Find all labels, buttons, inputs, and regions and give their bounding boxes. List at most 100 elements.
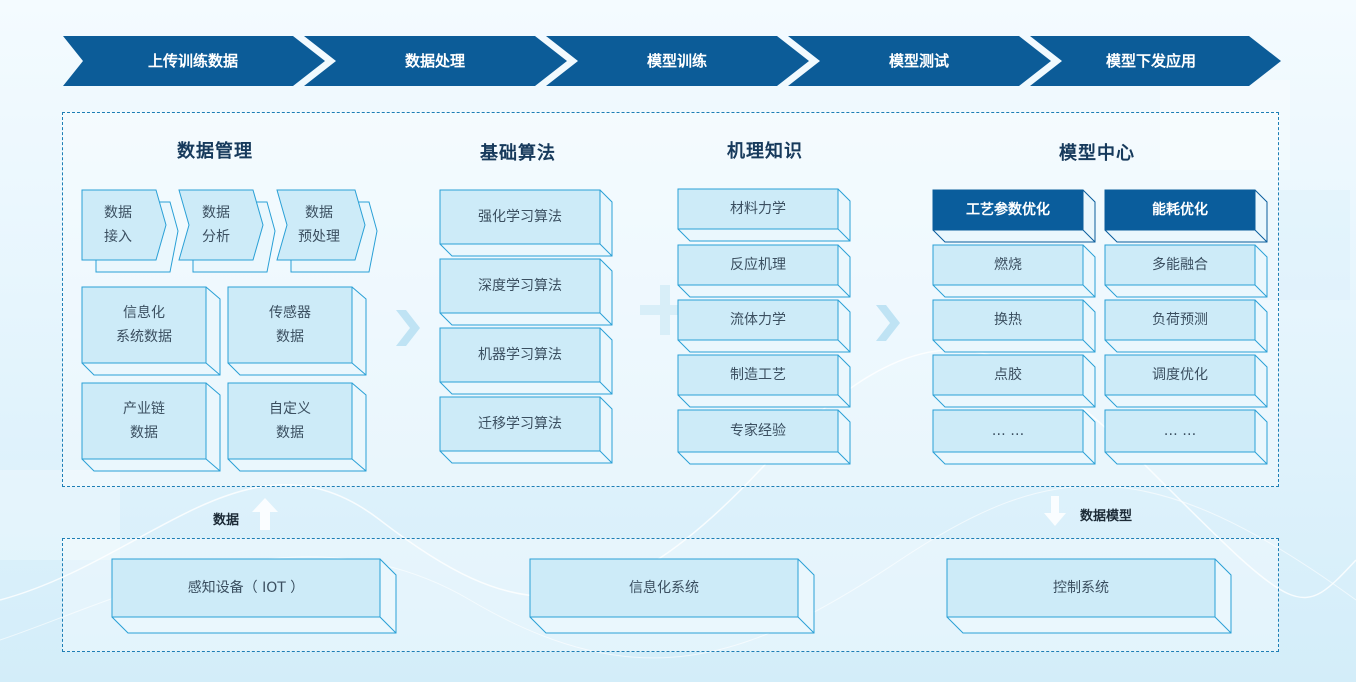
- energy-optimization-header: 能耗优化: [1104, 189, 1268, 243]
- model-item-box: … …: [932, 409, 1096, 465]
- control-system-box: 控制系统: [946, 558, 1232, 634]
- algorithm-label: 迁移学习算法: [478, 416, 562, 432]
- knowledge-box: 材料力学: [677, 188, 851, 242]
- algorithm-box: 迁移学习算法: [439, 396, 613, 464]
- info-system-data-box: 信息化系统数据: [81, 286, 221, 376]
- box-shape: [439, 189, 613, 257]
- box-shape: [1104, 354, 1268, 408]
- box-shape: [111, 558, 397, 634]
- sensor-data-box: 传感器数据: [227, 286, 367, 376]
- process-step-2-shape: [304, 36, 567, 86]
- knowledge-label: 流体力学: [730, 312, 786, 328]
- data-up-label: 数据: [213, 513, 240, 528]
- box-shape: [932, 409, 1096, 465]
- algorithm-box: 机器学习算法: [439, 327, 613, 395]
- process-step-1-label: 上传训练数据: [147, 52, 238, 70]
- data-access-label: 数据接入: [104, 205, 132, 245]
- arrow-down-icon: [1044, 496, 1066, 526]
- algorithm-label: 深度学习算法: [478, 278, 562, 294]
- process-step-2-label: 数据处理: [404, 52, 465, 70]
- chevron-right-icon: [396, 310, 420, 346]
- data-preprocess-label: 数据预处理: [298, 205, 340, 245]
- model-item-label: 换热: [994, 312, 1022, 328]
- process-step-5-shape: [1030, 36, 1281, 86]
- industry-chain-data-box: 产业链数据: [81, 382, 221, 472]
- info-system-label: 信息化系统: [629, 580, 699, 596]
- box-shape: [178, 189, 276, 273]
- process-step-4-shape: [788, 36, 1051, 86]
- box-shape: [529, 558, 815, 634]
- box-shape: [1104, 409, 1268, 465]
- knowledge-box: 专家经验: [677, 409, 851, 465]
- process-step-4-label: 模型测试: [888, 52, 949, 70]
- box-shape: [677, 299, 851, 353]
- box-shape: [677, 244, 851, 298]
- process-param-optimization-label: 工艺参数优化: [966, 202, 1050, 218]
- knowledge-label: 制造工艺: [730, 367, 786, 383]
- algorithm-label: 强化学习算法: [478, 209, 562, 225]
- model-item-box: … …: [1104, 409, 1268, 465]
- box-shape: [81, 189, 179, 273]
- model-item-label: 调度优化: [1152, 367, 1208, 383]
- box-shape: [1104, 189, 1268, 243]
- process-step-1-shape: [63, 36, 325, 86]
- model-item-label: 多能融合: [1152, 257, 1208, 273]
- box-shape: [677, 354, 851, 408]
- box-shape: [81, 286, 221, 376]
- info-system-data-label: 信息化系统数据: [116, 305, 172, 345]
- knowledge-box: 流体力学: [677, 299, 851, 353]
- knowledge-label: 反应机理: [730, 257, 786, 273]
- model-item-label: 燃烧: [994, 257, 1022, 273]
- box-shape: [932, 244, 1096, 298]
- box-shape: [439, 258, 613, 326]
- model-item-box: 调度优化: [1104, 354, 1268, 408]
- model-item-box: 点胶: [932, 354, 1096, 408]
- model-item-label: 负荷预测: [1152, 312, 1208, 328]
- knowledge-box: 制造工艺: [677, 354, 851, 408]
- box-shape: [227, 286, 367, 376]
- model-center-title: 模型中心: [1059, 143, 1135, 164]
- iot-device-label: 感知设备（ IOT ）: [187, 580, 305, 596]
- algorithm-box: 强化学习算法: [439, 189, 613, 257]
- data-analysis-label: 数据分析: [202, 205, 230, 245]
- model-item-label: 点胶: [994, 367, 1022, 383]
- control-system-label: 控制系统: [1053, 580, 1109, 596]
- box-shape: [227, 382, 367, 472]
- box-shape: [677, 409, 851, 465]
- chevron-right-icon: [876, 305, 900, 341]
- data-model-down-label: 数据模型: [1080, 509, 1133, 524]
- industry-chain-data-label: 产业链数据: [123, 401, 165, 441]
- model-item-box: 燃烧: [932, 244, 1096, 298]
- knowledge-label: 材料力学: [730, 201, 786, 217]
- process-param-optimization-header: 工艺参数优化: [932, 189, 1096, 243]
- data-management-title: 数据管理: [177, 141, 253, 162]
- sensor-data-label: 传感器数据: [269, 305, 311, 345]
- model-item-label: … …: [991, 423, 1025, 439]
- data-preprocess-box: 数据预处理: [276, 189, 378, 273]
- box-shape: [932, 189, 1096, 243]
- data-access-box: 数据接入: [81, 189, 179, 273]
- mechanism-knowledge-title: 机理知识: [727, 141, 803, 162]
- model-item-label: … …: [1163, 423, 1197, 439]
- model-item-box: 多能融合: [1104, 244, 1268, 298]
- process-flow-bar: 上传训练数据 数据处理 模型训练 模型测试 模型下发应用: [63, 36, 1281, 86]
- process-step-3-shape: [546, 36, 809, 86]
- process-step-3-label: 模型训练: [646, 52, 707, 70]
- box-shape: [677, 188, 851, 242]
- model-item-box: 换热: [932, 299, 1096, 353]
- box-shape: [276, 189, 378, 273]
- box-shape: [81, 382, 221, 472]
- knowledge-label: 专家经验: [730, 423, 786, 439]
- knowledge-box: 反应机理: [677, 244, 851, 298]
- custom-data-label: 自定义数据: [269, 401, 311, 441]
- box-shape: [1104, 244, 1268, 298]
- process-arrows: [63, 36, 1281, 86]
- box-shape: [932, 299, 1096, 353]
- iot-device-box: 感知设备（ IOT ）: [111, 558, 397, 634]
- arrow-up-icon: [252, 498, 278, 530]
- data-analysis-box: 数据分析: [178, 189, 276, 273]
- algorithm-box: 深度学习算法: [439, 258, 613, 326]
- box-shape: [439, 327, 613, 395]
- custom-data-box: 自定义数据: [227, 382, 367, 472]
- energy-optimization-label: 能耗优化: [1152, 202, 1208, 218]
